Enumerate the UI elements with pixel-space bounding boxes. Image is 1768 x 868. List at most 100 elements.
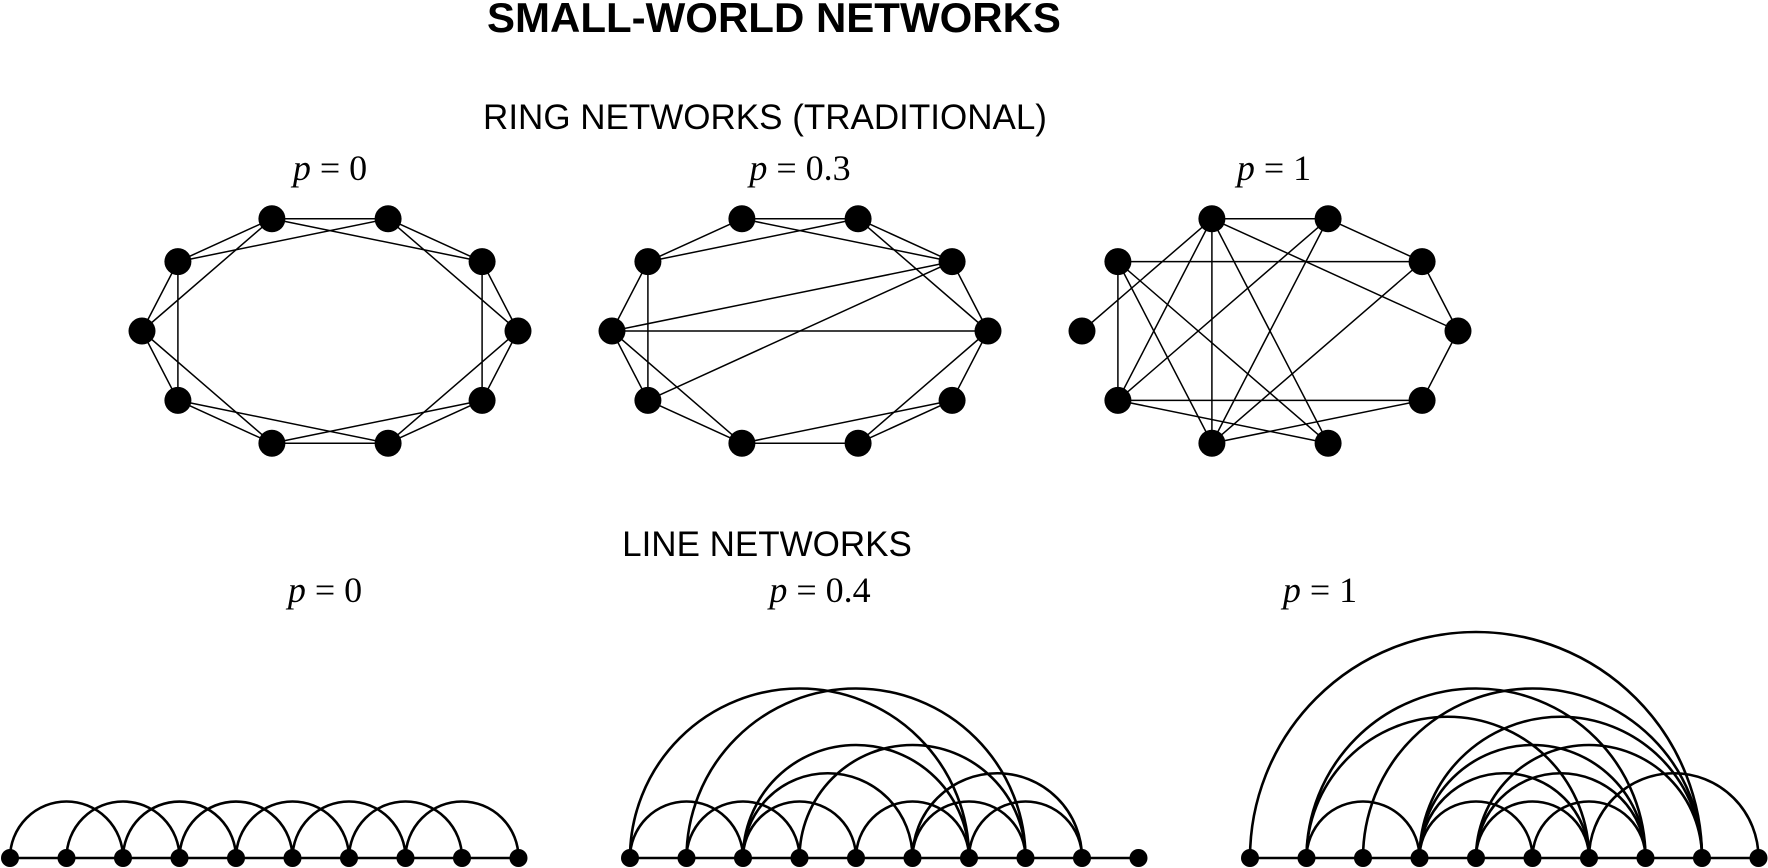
line-node: [847, 849, 865, 867]
ring-node: [374, 429, 402, 457]
line-node: [170, 849, 189, 867]
line-node: [621, 849, 639, 867]
ring-panel-1-label-value: 0: [349, 148, 367, 188]
ring-edge: [271, 399, 483, 444]
ring-node: [374, 205, 402, 233]
line-arc: [1474, 743, 1704, 860]
line-arc: [911, 800, 1027, 860]
ring-node: [938, 386, 966, 414]
ring-edge: [1211, 260, 1423, 444]
ring-edge: [741, 399, 953, 444]
ring-edge: [647, 218, 859, 263]
line-panel-2-label-value: 0.4: [826, 570, 871, 610]
ring-node: [1104, 248, 1132, 276]
line-node: [340, 849, 358, 867]
ring-panel-2-label-variable: p: [746, 148, 767, 188]
ring-node: [598, 317, 626, 345]
ring-panel-1-label-equals: =: [311, 148, 349, 188]
ring-edge: [387, 330, 519, 444]
ring-node: [634, 386, 662, 414]
ring-edge: [1081, 218, 1213, 332]
line-panel-3-label-equals: =: [1301, 570, 1339, 610]
ring-node: [1314, 429, 1342, 457]
line-node: [1241, 849, 1259, 867]
ring-node: [1408, 386, 1436, 414]
line-arc: [1305, 800, 1421, 860]
ring-edge: [1117, 218, 1329, 402]
line-node: [1749, 849, 1768, 867]
ring-edge: [141, 218, 273, 332]
ring-section-title: RING NETWORKS (TRADITIONAL): [483, 98, 1047, 137]
line-arc: [121, 800, 238, 860]
line-arc: [1418, 715, 1704, 860]
ring-panel-2-label-equals: =: [767, 148, 805, 188]
line-node: [1523, 849, 1542, 867]
ring-node: [974, 317, 1002, 345]
ring-edge: [1211, 218, 1329, 444]
ring-panel-2-label: p = 0.3: [746, 148, 850, 188]
ring-edge: [647, 218, 743, 263]
line-arc: [854, 800, 971, 860]
line-arc: [1418, 743, 1647, 860]
line-panel-3-label-variable: p: [1280, 570, 1301, 610]
ring-panel-3-label-value: 1: [1293, 148, 1311, 188]
line-node: [283, 849, 302, 867]
ring-edge: [1117, 260, 1329, 444]
line-arc: [741, 800, 858, 860]
ring-edge: [387, 399, 483, 444]
line-panel-2: p = 0.4: [621, 570, 1148, 867]
ring-node: [128, 317, 156, 345]
ring-panel-3-label-variable: p: [1234, 148, 1255, 188]
ring-panel-1: p = 0: [128, 148, 532, 457]
ring-node: [728, 429, 756, 457]
line-panel-2-label-equals: =: [787, 570, 825, 610]
ring-edge: [141, 330, 273, 444]
ring-edge: [741, 218, 953, 263]
ring-node: [1198, 205, 1226, 233]
ring-node: [468, 248, 496, 276]
line-node: [1129, 849, 1148, 867]
ring-node: [1408, 248, 1436, 276]
line-node: [396, 849, 415, 867]
line-arc: [1418, 772, 1591, 860]
ring-edge: [1211, 399, 1423, 444]
line-node: [903, 849, 922, 867]
line-arc: [967, 800, 1084, 860]
ring-node: [1104, 386, 1132, 414]
ring-node: [634, 248, 662, 276]
line-arc: [8, 800, 125, 860]
line-node: [677, 849, 696, 867]
ring-node: [844, 429, 872, 457]
line-panel-3-label: p = 1: [1280, 570, 1357, 610]
line-arc: [741, 743, 971, 860]
ring-edge: [1117, 218, 1213, 402]
line-node: [1693, 849, 1711, 867]
line-node: [1297, 849, 1316, 867]
ring-panel-2-label-value: 0.3: [806, 148, 851, 188]
line-node: [1073, 849, 1091, 867]
ring-node: [1068, 317, 1096, 345]
line-arc: [404, 800, 520, 860]
line-node: [57, 849, 76, 867]
line-section-title: LINE NETWORKS: [622, 525, 912, 564]
line-arc: [1418, 800, 1534, 860]
ring-edge: [1117, 399, 1329, 444]
line-arc: [1248, 630, 1704, 860]
line-arc: [685, 687, 1027, 860]
line-arc: [628, 800, 745, 860]
line-panel-3: p = 1: [1241, 570, 1768, 867]
line-arc: [1587, 772, 1760, 860]
line-panel-3-label-value: 1: [1339, 570, 1357, 610]
ring-edge: [857, 399, 953, 444]
ring-edge: [857, 330, 989, 444]
ring-panel-1-label-variable: p: [290, 148, 311, 188]
ring-node: [504, 317, 532, 345]
line-node: [1410, 849, 1429, 867]
ring-node: [844, 205, 872, 233]
line-node: [960, 849, 978, 867]
ring-edge: [1117, 260, 1213, 444]
ring-edge: [647, 399, 743, 444]
